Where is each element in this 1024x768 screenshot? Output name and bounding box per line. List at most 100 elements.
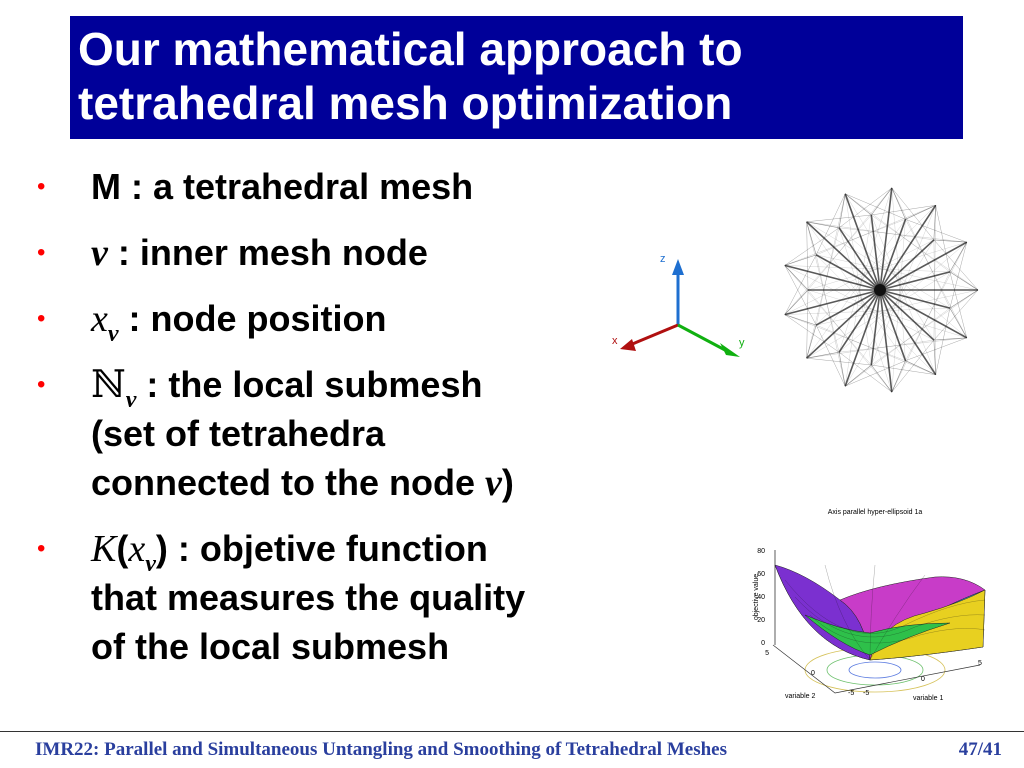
submesh-text-3-end: ) bbox=[501, 462, 514, 503]
mesh-edge bbox=[891, 339, 935, 393]
mesh-edge bbox=[935, 308, 951, 375]
inner-node bbox=[874, 284, 886, 296]
mesh-edge bbox=[891, 187, 951, 309]
contour-inner bbox=[848, 661, 902, 679]
mesh-edge bbox=[933, 205, 936, 341]
surface-plot-title: Axis parallel hyper-ellipsoid 1a bbox=[828, 509, 923, 516]
mesh-edge bbox=[816, 205, 936, 326]
mesh-edge bbox=[838, 242, 967, 353]
v2-tick-neg5: -5 bbox=[848, 690, 854, 697]
mesh-edge bbox=[816, 254, 846, 387]
mesh-edge bbox=[845, 193, 935, 341]
mesh-edge bbox=[838, 227, 881, 291]
mesh-edge bbox=[949, 271, 968, 338]
title-line-1: Our mathematical approach to bbox=[78, 23, 743, 75]
mesh-edge bbox=[806, 351, 840, 359]
submesh-line-3: connected to the node v) bbox=[91, 459, 514, 507]
mesh-edge bbox=[807, 242, 967, 291]
objective-paren-close: ) bbox=[155, 528, 168, 569]
bullet-marker: • bbox=[37, 173, 46, 200]
objective-line-2: that measures the quality bbox=[91, 577, 526, 618]
surface-plot: Axis parallel hyper-ellipsoid 1a 80 60 4… bbox=[753, 509, 986, 702]
mesh-edge bbox=[784, 314, 817, 326]
mesh-edge bbox=[871, 364, 893, 393]
z-axis-label: objective value bbox=[753, 574, 760, 620]
x-label: x bbox=[612, 335, 618, 347]
position-symbol: x bbox=[91, 298, 108, 340]
submesh-text-3: connected to the node bbox=[91, 462, 486, 503]
mesh-edge bbox=[879, 241, 968, 291]
surface-grid bbox=[784, 564, 986, 661]
mesh-edge bbox=[839, 227, 967, 243]
mesh-edge bbox=[879, 289, 968, 339]
mesh-edge bbox=[806, 221, 934, 241]
mesh-edge bbox=[815, 324, 846, 387]
mesh-edge bbox=[879, 289, 937, 376]
mesh-edge bbox=[845, 193, 951, 273]
bullet-objective: • K(xv) : objetive function bbox=[37, 525, 488, 578]
v2-axis-label: variable 2 bbox=[785, 693, 815, 700]
mesh-edge bbox=[905, 337, 967, 361]
mesh-edge bbox=[784, 265, 934, 341]
mesh-edge bbox=[784, 239, 934, 315]
mesh-edge bbox=[879, 289, 893, 393]
y-arrow-icon bbox=[720, 343, 740, 357]
bullet-marker: • bbox=[37, 239, 46, 266]
mesh-edge bbox=[784, 265, 817, 326]
submesh-symbol: ℕ bbox=[91, 362, 126, 406]
submesh-node-symbol: v bbox=[485, 462, 502, 504]
mesh-edge bbox=[933, 340, 936, 375]
mesh-edge bbox=[845, 307, 951, 387]
v1-tick-neg5: -5 bbox=[863, 690, 869, 697]
z-tick-20: 20 bbox=[757, 617, 765, 624]
mesh-edge bbox=[816, 254, 936, 375]
mesh-edge bbox=[879, 289, 951, 309]
mesh-edge bbox=[905, 219, 967, 243]
mesh-edge bbox=[784, 314, 840, 353]
submesh-line-2: (set of tetrahedra bbox=[91, 413, 386, 454]
mesh-edge bbox=[933, 205, 936, 240]
mesh-edge bbox=[844, 193, 881, 291]
mesh-edge bbox=[845, 239, 935, 387]
mesh-edge bbox=[816, 205, 936, 256]
mesh-edge bbox=[806, 339, 934, 359]
mesh-edge bbox=[933, 337, 967, 341]
mesh-edge bbox=[949, 271, 979, 291]
mesh-edge bbox=[879, 271, 951, 291]
mesh-edge bbox=[815, 289, 881, 326]
mesh-edge bbox=[879, 289, 907, 361]
z-tick-0: 0 bbox=[761, 640, 765, 647]
v1-tick-5: 5 bbox=[978, 660, 982, 667]
mesh-edge bbox=[933, 239, 936, 375]
mesh-edge bbox=[806, 221, 881, 291]
mesh-edge bbox=[879, 289, 935, 341]
mesh-edge bbox=[844, 289, 881, 387]
mesh-edge bbox=[838, 193, 846, 228]
submesh-figure bbox=[784, 187, 979, 393]
y-axis bbox=[677, 323, 726, 352]
mesh-edge bbox=[784, 289, 881, 316]
mesh-edge bbox=[784, 264, 881, 291]
mesh-edge bbox=[784, 289, 809, 315]
mesh-symbol: M bbox=[91, 166, 121, 207]
mesh-edge bbox=[806, 325, 817, 359]
z-tick-60: 60 bbox=[757, 571, 765, 578]
v1-tick-0: 0 bbox=[921, 676, 925, 683]
mesh-edge bbox=[905, 219, 967, 338]
mesh-edge bbox=[879, 239, 935, 291]
x-axis bbox=[629, 323, 679, 347]
base-axes bbox=[772, 644, 981, 694]
mesh-edge bbox=[891, 219, 906, 393]
axes-figure: z x y bbox=[612, 253, 745, 357]
page-number: 47/41 bbox=[958, 739, 1002, 760]
mesh-edge bbox=[807, 289, 892, 393]
mesh-edge bbox=[871, 214, 979, 291]
mesh-edge bbox=[935, 205, 951, 272]
mesh-edge bbox=[879, 187, 893, 291]
mesh-edge bbox=[816, 193, 846, 326]
x-arrow-icon bbox=[620, 339, 636, 351]
mesh-edge bbox=[891, 187, 935, 241]
mesh-edge bbox=[815, 254, 881, 291]
submesh-text-1: : the local submesh bbox=[136, 364, 483, 405]
mesh-edge bbox=[838, 352, 892, 393]
